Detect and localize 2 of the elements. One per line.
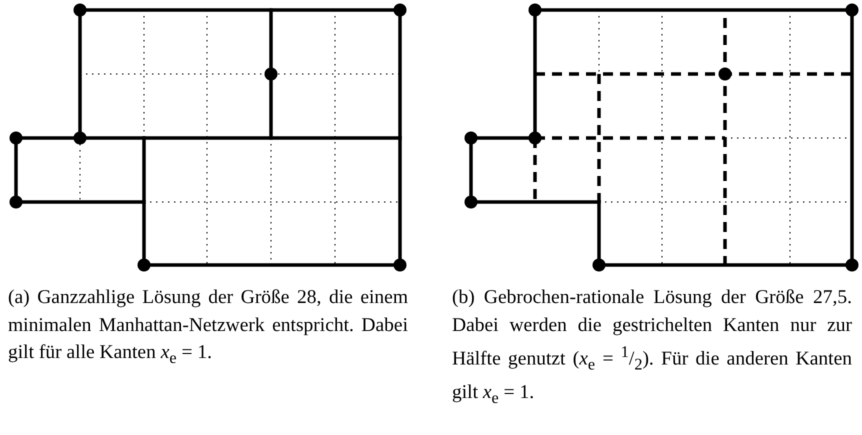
figure-caption: (b) Gebrochen-rationale Lösung der Größe 27,5. Dabei werden die gestrichelten Kanten nur zur Hälfte genutzt (x$_{e}$ = $^{1}$/$_{2}$). Für die anderen Kanten gilt x$_{e}$ = 1. xyxy=(452,286,852,409)
figure-caption: (a) Ganzzahlige Lösung der Größe 28, die einem minimalen Manhattan-Netzwerk entspricht. Dabei gilt für alle Kanten x$_{e}$ = 1. xyxy=(8,286,408,369)
